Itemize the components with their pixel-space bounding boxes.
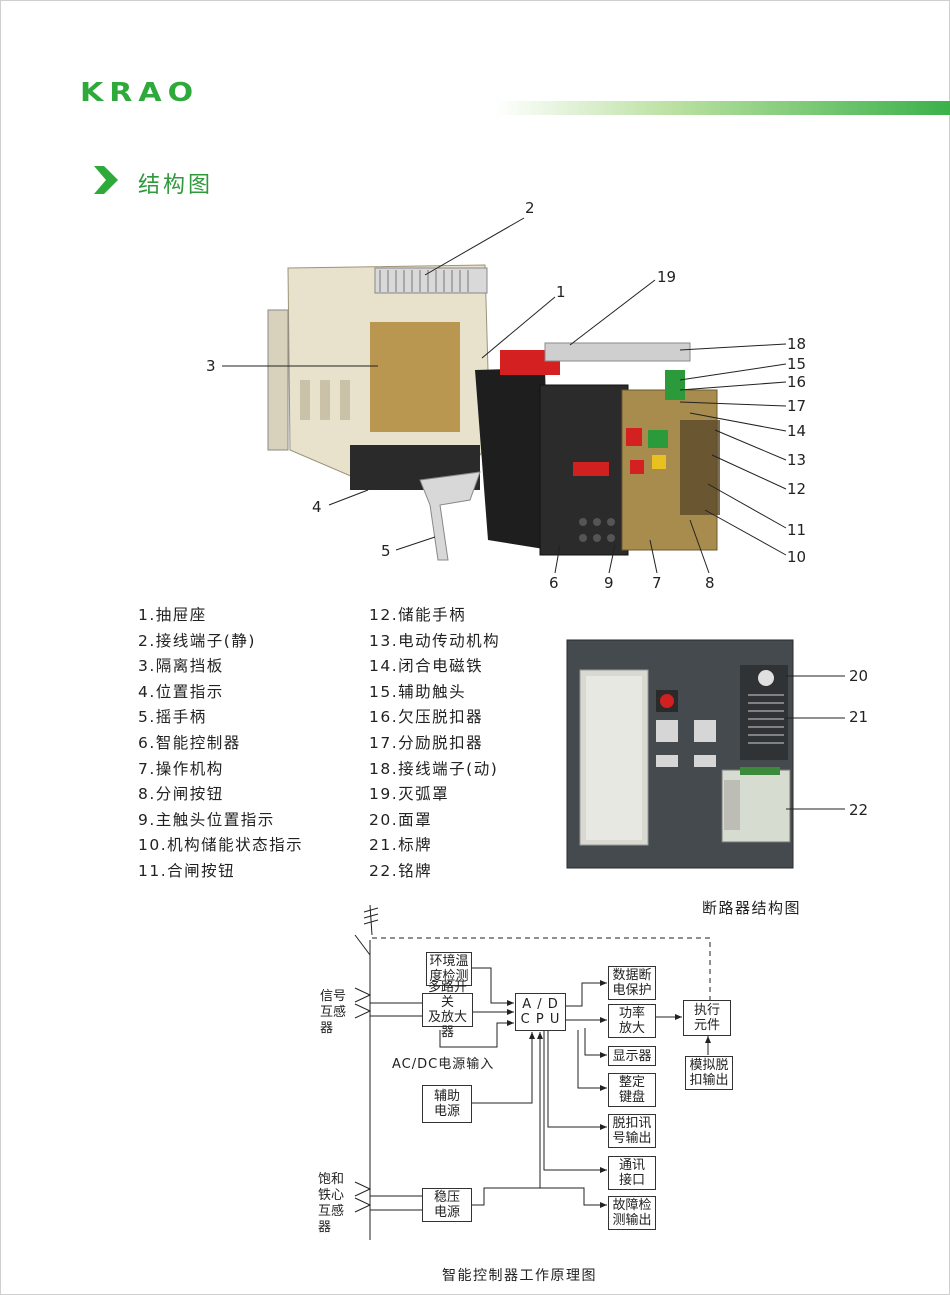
- list-item: 20.面罩: [369, 810, 433, 829]
- box-mux-amplifier: 多路开关 及放大器: [422, 980, 473, 1040]
- callout-22: 22: [849, 801, 869, 819]
- list-item: 22.铭牌: [369, 861, 433, 880]
- callout-7: 7: [652, 574, 662, 592]
- callout-20: 20: [849, 667, 869, 685]
- parts-list-left: 1.抽屉座 2.接线端子(静) 3.隔离挡板 4.位置指示 5.摇手柄 6.智能…: [138, 603, 303, 885]
- box-actuator: 执行 元件: [683, 1000, 731, 1036]
- list-item: 8.分闸按钮: [138, 785, 224, 804]
- list-item: 10.机构储能状态指示: [138, 836, 304, 855]
- list-item: 21.标牌: [369, 836, 433, 855]
- callout-21: 21: [849, 708, 869, 726]
- list-item: 14.闭合电磁铁: [369, 657, 484, 676]
- box-fault-detect: 故障检 测输出: [608, 1196, 656, 1230]
- section-title: 结构图: [138, 173, 214, 198]
- callout-3: 3: [206, 357, 216, 375]
- callout-5: 5: [381, 542, 391, 560]
- list-item: 4.位置指示: [138, 682, 224, 701]
- callout-1: 1: [556, 283, 566, 301]
- box-display: 显示器: [608, 1046, 656, 1066]
- saturation-transformer-label: 饱和 铁心 互感 器: [318, 1172, 345, 1235]
- callout-12: 12: [787, 480, 807, 498]
- callout-11: 11: [787, 521, 807, 539]
- box-aux-power: 辅助 电源: [422, 1085, 472, 1123]
- callout-17: 17: [787, 397, 807, 415]
- list-item: 12.储能手柄: [369, 606, 467, 624]
- list-item: 16.欠压脱扣器: [369, 708, 484, 727]
- callout-18: 18: [787, 335, 807, 353]
- list-item: 15.辅助触头: [369, 682, 467, 701]
- callout-2: 2: [525, 199, 535, 217]
- callout-8: 8: [705, 574, 715, 592]
- list-item: 2.接线端子(静): [138, 631, 256, 650]
- box-sim-trip-output: 模拟脱 扣输出: [685, 1056, 733, 1090]
- ac-dc-input-label: AC/DC电源输入: [392, 1057, 495, 1072]
- box-data-protect: 数据断 电保护: [608, 966, 656, 1000]
- callout-6: 6: [549, 574, 559, 592]
- parts-list-right: 12.储能手柄 13.电动传动机构 14.闭合电磁铁 15.辅助触头 16.欠压…: [369, 603, 500, 885]
- list-item: 7.操作机构: [138, 759, 224, 778]
- box-temp-detect: 环境温 度检测: [426, 952, 472, 986]
- box-ad-cpu: A / D C P U: [515, 993, 566, 1031]
- box-power-amp: 功率 放大: [608, 1004, 656, 1038]
- box-trip-output: 脱扣讯 号输出: [608, 1114, 656, 1148]
- list-item: 5.摇手柄: [138, 708, 207, 727]
- callout-19: 19: [657, 268, 677, 286]
- callout-4: 4: [312, 498, 322, 516]
- chevron-right-icon: [94, 166, 118, 194]
- list-item: 11.合闸按钮: [138, 861, 236, 880]
- front-view-caption: 断路器结构图: [702, 899, 802, 917]
- callout-13: 13: [787, 451, 807, 469]
- signal-transformer-label: 信号 互感 器: [320, 989, 347, 1036]
- list-item: 17.分励脱扣器: [369, 733, 484, 752]
- callout-14: 14: [787, 422, 807, 440]
- list-item: 19.灭弧罩: [369, 785, 450, 804]
- list-item: 13.电动传动机构: [369, 631, 501, 650]
- list-item: 3.隔离挡板: [138, 657, 224, 676]
- box-regulator: 稳压 电源: [422, 1188, 472, 1222]
- header-gradient-bar: [495, 101, 950, 115]
- box-keyboard: 整定 键盘: [608, 1073, 656, 1107]
- list-item: 9.主触头位置指示: [138, 810, 275, 829]
- front-view-photo: [566, 639, 845, 869]
- list-item: 6.智能控制器: [138, 733, 241, 752]
- box-comm-interface: 通讯 接口: [608, 1156, 656, 1190]
- callout-10: 10: [787, 548, 807, 566]
- callout-15: 15: [787, 355, 807, 373]
- callout-9: 9: [604, 574, 614, 592]
- list-item: 18.接线端子(动): [369, 759, 499, 778]
- diagram-caption: 智能控制器工作原理图: [442, 1268, 597, 1284]
- list-item: 1.抽屉座: [138, 606, 207, 624]
- callout-16: 16: [787, 373, 807, 391]
- brand-logo: KRAO: [80, 78, 200, 108]
- breaker-photo: [222, 217, 787, 574]
